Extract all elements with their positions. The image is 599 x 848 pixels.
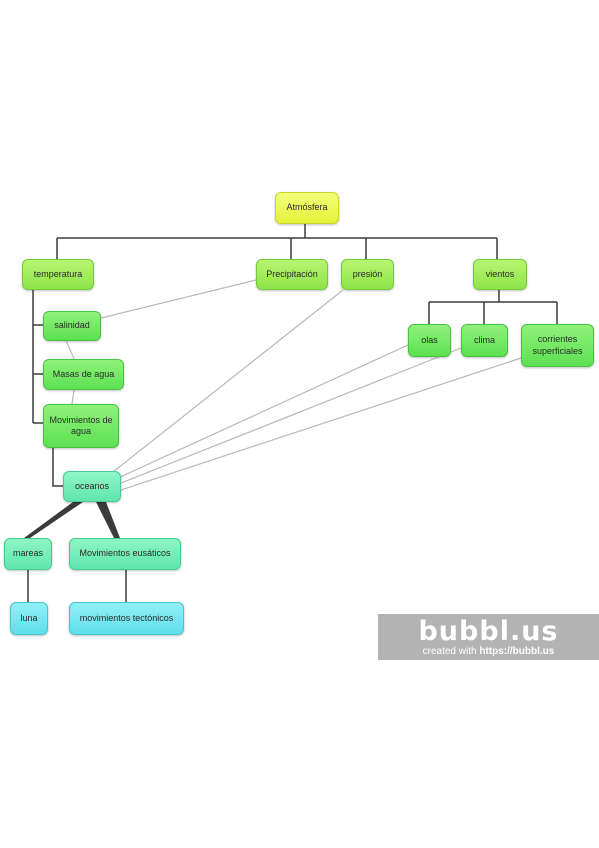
node-movimientos-eusaticos[interactable]: Movimientos eusáticos <box>69 538 181 570</box>
node-movimientos-de-agua[interactable]: Movimientos de agua <box>43 404 119 448</box>
node-salinidad[interactable]: salinidad <box>43 311 101 341</box>
connector-movimientos-to-oceanos <box>52 448 63 487</box>
node-movimientos-tectonicos[interactable]: movimientos tectónicos <box>69 602 184 635</box>
node-precipitacion[interactable]: Precipitación <box>256 259 328 290</box>
node-luna[interactable]: luna <box>10 602 48 635</box>
node-atmosfera[interactable]: Atmósfera <box>275 192 339 224</box>
link-corrientes-oceanos <box>120 357 522 491</box>
bubbl-watermark: bubbl.us created with https://bubbl.us <box>378 614 599 660</box>
node-corrientes-superficiales[interactable]: corrientes superficiales <box>521 324 594 367</box>
connector-oceanos-to-eusaticos <box>96 502 120 538</box>
node-presion[interactable]: presión <box>341 259 394 290</box>
link-clima-oceanos <box>120 347 462 484</box>
link-olas-oceanos <box>117 344 409 479</box>
node-oceanos[interactable]: oceanos <box>63 471 121 502</box>
node-mareas[interactable]: mareas <box>4 538 52 570</box>
node-masas-de-agua[interactable]: Masas de agua <box>43 359 124 390</box>
link-precipitacion-salinidad <box>100 279 257 319</box>
connector-oceanos-to-mareas <box>24 502 83 538</box>
watermark-caption-prefix: created with <box>422 646 477 657</box>
watermark-caption-url: https://bubbl.us <box>479 646 555 657</box>
node-temperatura[interactable]: temperatura <box>22 259 94 290</box>
bubbl-logo: bubbl.us <box>418 616 559 647</box>
node-olas[interactable]: olas <box>408 324 451 357</box>
link-salinidad-masas <box>65 339 75 360</box>
link-masas-movimientos <box>71 389 75 405</box>
node-clima[interactable]: clima <box>461 324 508 357</box>
node-vientos[interactable]: vientos <box>473 259 527 290</box>
watermark-caption: created with https://bubbl.us <box>378 646 599 657</box>
link-presion-oceanos <box>112 289 344 473</box>
